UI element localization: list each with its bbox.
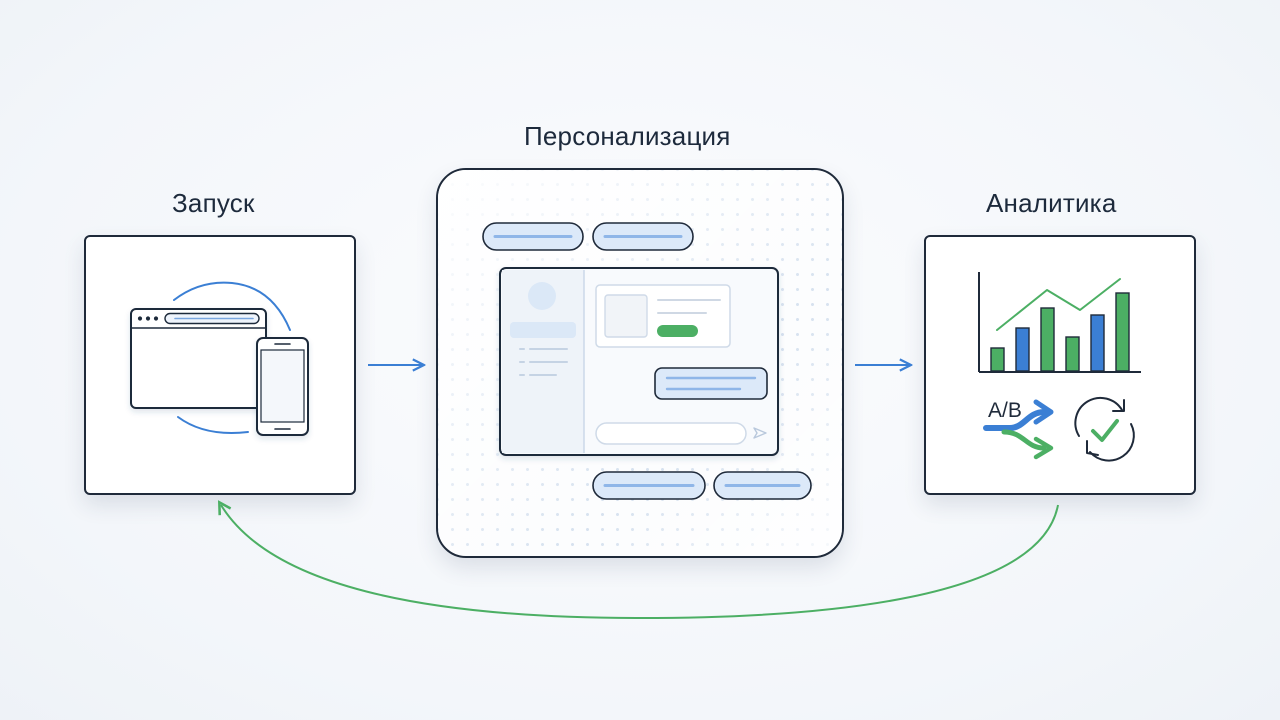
analytics-title: Аналитика: [986, 188, 1117, 218]
message-bubble-icon: [654, 367, 768, 400]
smartphone-icon: [256, 337, 309, 436]
preference-pill-top-right: [592, 222, 694, 251]
ab-test-label: A/B: [988, 399, 1022, 422]
message-input-field: [595, 422, 747, 445]
bar-chart-icon: [978, 272, 1141, 373]
product-card-icon: [595, 284, 731, 348]
preference-pill-bottom-right: [713, 471, 812, 500]
refresh-check-icon: [1074, 396, 1135, 462]
feedback-loop-arrow: [217, 500, 1059, 620]
analytics-card: [924, 235, 1196, 495]
preference-pill-bottom-left: [592, 471, 706, 500]
send-icon: [753, 427, 767, 439]
split-arrow-icon: [983, 399, 1054, 460]
launch-title: Запуск: [172, 188, 255, 218]
avatar-icon: [510, 282, 576, 376]
browser-window-icon: [130, 308, 267, 409]
preference-pill-top-left: [482, 222, 584, 251]
personalization-title: Персонализация: [524, 121, 731, 151]
sync-arc-icon: [173, 281, 291, 434]
launch-card: [84, 235, 356, 495]
trend-line-icon: [996, 278, 1121, 331]
